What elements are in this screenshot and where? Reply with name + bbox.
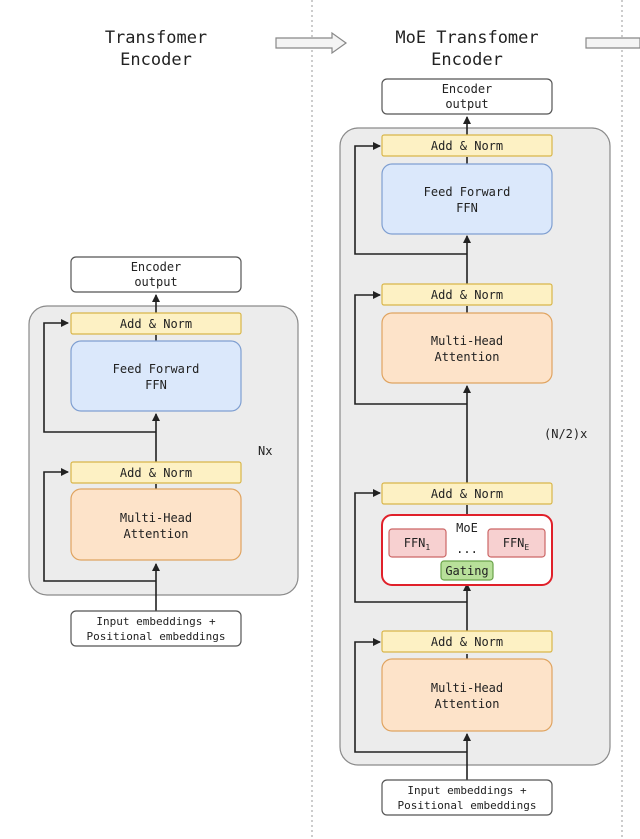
right-encoder: MoE Transfomer Encoder Encoder output Ad… (339, 28, 611, 816)
right-output-line1: Encoder (442, 82, 493, 96)
expert-ffn-first-label: FFN1 (404, 536, 431, 552)
expert-ffn-first (388, 528, 447, 558)
left-title-line1: Transfomer (105, 28, 207, 48)
left-output-line2: output (134, 275, 177, 289)
left-residual-1 (43, 468, 156, 582)
right-add-norm-1 (381, 134, 553, 157)
right-title-line2: Encoder (431, 50, 503, 70)
right-add-norm-3 (381, 482, 553, 505)
expert-ffn-first-name: FFN (404, 536, 426, 550)
left-input-line2: Positional embeddings (86, 630, 225, 643)
right-mha-1-line2: Attention (434, 350, 499, 364)
right-add-norm-2-label: Add & Norm (431, 288, 503, 302)
left-mha-line1: Multi-Head (120, 511, 192, 525)
right-add-norm-3-label: Add & Norm (431, 487, 503, 501)
right-output-line2: output (445, 97, 488, 111)
hollow-arrow-1 (275, 31, 348, 55)
left-title-line2: Encoder (120, 50, 192, 70)
left-add-norm-bottom (70, 461, 242, 484)
right-repeat-label: (N/2)x (544, 427, 587, 441)
left-input-line1: Input embeddings + (96, 615, 216, 628)
right-output-box (381, 78, 553, 115)
right-add-norm-4 (381, 630, 553, 653)
left-output-box (70, 256, 242, 293)
left-residual-2 (43, 319, 156, 433)
right-add-norm-1-label: Add & Norm (431, 139, 503, 153)
expert-ffn-first-sub: 1 (425, 543, 430, 552)
expert-ellipsis: ... (456, 542, 478, 556)
left-ffn-box (70, 340, 242, 412)
right-residual-3 (354, 291, 467, 405)
right-input-box (381, 779, 553, 816)
left-mha-box (70, 488, 242, 561)
gating-label: Gating (445, 564, 488, 578)
hollow-arrow-2 (585, 37, 640, 49)
left-ffn-line1: Feed Forward (113, 362, 200, 376)
left-repeat-label: Nx (258, 444, 272, 458)
left-add-norm-top-label: Add & Norm (120, 317, 192, 331)
expert-ffn-last-label: FFNE (503, 536, 530, 552)
left-output-line1: Encoder (131, 260, 182, 274)
right-mha-2-box (381, 658, 553, 732)
right-mha-1-line1: Multi-Head (431, 334, 503, 348)
right-input-line1: Input embeddings + (407, 784, 527, 797)
left-mha-line2: Attention (123, 527, 188, 541)
right-mha-2-line1: Multi-Head (431, 681, 503, 695)
gating-box (440, 560, 494, 581)
right-ffn-line1: Feed Forward (424, 185, 511, 199)
left-input-box (70, 610, 242, 647)
expert-ffn-last-sub: E (524, 543, 529, 552)
right-residual-2 (354, 489, 467, 603)
left-ffn-line2: FFN (145, 378, 167, 392)
left-encoder: Transfomer Encoder Encoder output Add & … (28, 28, 299, 647)
right-mha-2-line2: Attention (434, 697, 499, 711)
right-add-norm-4-label: Add & Norm (431, 635, 503, 649)
right-residual-1 (354, 638, 467, 753)
expert-ffn-last-name: FFN (503, 536, 525, 550)
right-mha-1-box (381, 312, 553, 384)
moe-label: MoE (456, 521, 478, 535)
right-ffn-box (381, 163, 553, 235)
expert-ffn-last (487, 528, 546, 558)
left-add-norm-bottom-label: Add & Norm (120, 466, 192, 480)
right-title-line1: MoE Transfomer (395, 28, 538, 48)
right-residual-4 (354, 142, 467, 255)
right-ffn-line2: FFN (456, 201, 478, 215)
right-add-norm-2 (381, 283, 553, 306)
left-add-norm-top (70, 312, 242, 335)
right-input-line2: Positional embeddings (397, 799, 536, 812)
